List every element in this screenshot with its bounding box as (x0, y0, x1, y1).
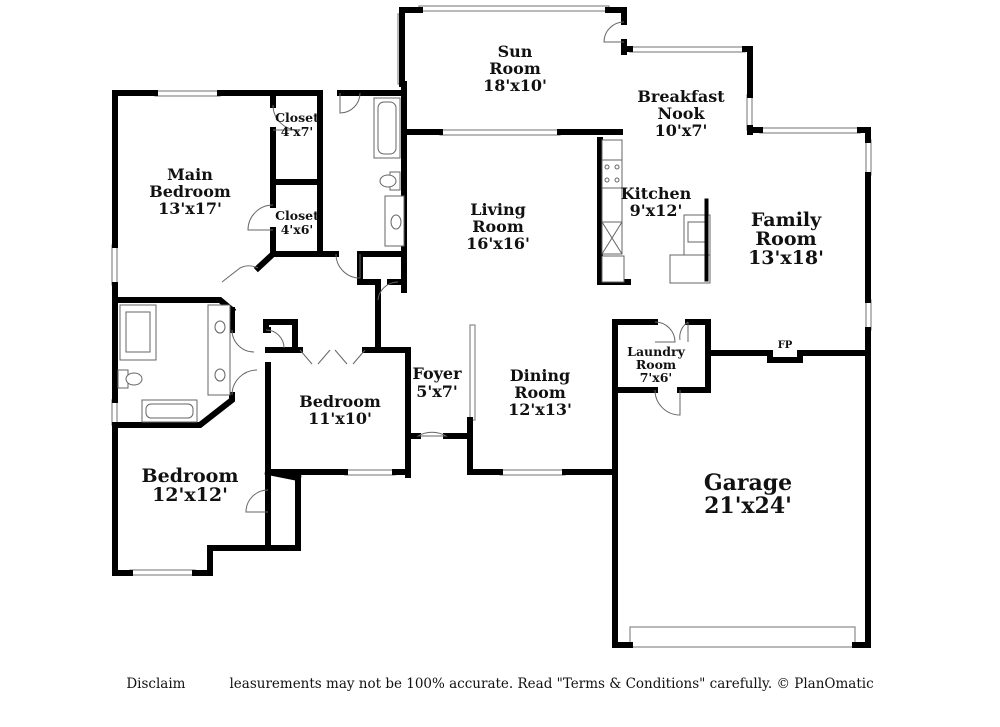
disclaimer-part-2: leasurements may not be 100% accurate. R… (229, 676, 874, 692)
disclaimer-text: Disclaim leasurements may not be 100% acc… (0, 676, 1000, 692)
dining-room-name: Dining (510, 366, 570, 385)
living-room-name: Living (470, 200, 526, 219)
kitchen-name: Kitchen (621, 184, 692, 203)
disclaimer-redaction (185, 677, 230, 692)
laundry-room-name-2: Room (636, 357, 676, 372)
fixtures (117, 97, 711, 423)
breakfast-nook-name-2: Nook (657, 104, 705, 123)
disclaimer-part-1: Disclaim (126, 676, 186, 692)
walls (112, 7, 871, 648)
family-room-name: Family (751, 209, 822, 231)
breakfast-nook-name: Breakfast (637, 87, 725, 106)
garage-size: 21'x24' (704, 493, 792, 519)
main-bedroom-size: 13'x17' (158, 199, 222, 218)
bedroom-3-name: Bedroom (142, 465, 239, 487)
sun-room-name: Sun (498, 42, 533, 61)
bedroom-2-size: 11'x10' (308, 409, 372, 428)
garage-name: Garage (704, 470, 792, 496)
laundry-room-size: 7'x6' (640, 370, 673, 385)
fireplace-label: FP (778, 340, 793, 351)
dining-room-name-2: Room (514, 383, 566, 402)
sun-room-size: 18'x10' (483, 76, 547, 95)
closet-1-name: Closet (275, 110, 319, 125)
sun-room-name-2: Room (489, 59, 541, 78)
dining-room-size: 12'x13' (508, 400, 572, 419)
windows (111, 5, 872, 648)
laundry-room-name: Laundry (627, 344, 685, 359)
closet-2-name: Closet (275, 208, 319, 223)
doors (221, 21, 689, 513)
foyer-name: Foyer (412, 364, 462, 383)
breakfast-nook-size: 10'x7' (655, 121, 708, 140)
bedroom-2-name: Bedroom (299, 392, 381, 411)
closet-2-size: 4'x6' (281, 222, 314, 237)
kitchen-size: 9'x12' (630, 201, 683, 220)
closet-1-size: 4'x7' (281, 124, 314, 139)
bedroom-3-size: 12'x12' (152, 484, 228, 506)
living-room-name-2: Room (472, 217, 524, 236)
room-labels: Sun Room 18'x10' Breakfast Nook 10'x7' M… (142, 42, 824, 519)
family-room-name-2: Room (755, 228, 816, 250)
living-room-size: 16'x16' (466, 234, 530, 253)
main-bedroom-name: Main (167, 165, 213, 184)
foyer-size: 5'x7' (416, 382, 458, 401)
family-room-size: 13'x18' (748, 247, 824, 269)
main-bedroom-name-2: Bedroom (149, 182, 231, 201)
